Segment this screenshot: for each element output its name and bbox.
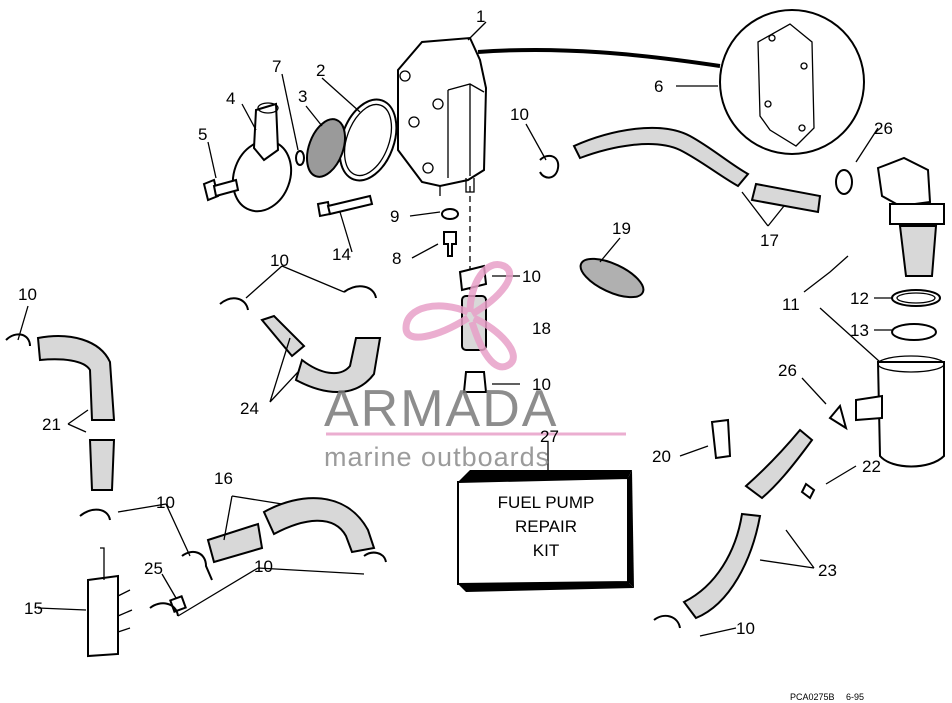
- watermark-brand: ARMADA: [324, 380, 558, 438]
- callout-3: 3: [298, 87, 307, 106]
- kit-line-2: REPAIR: [515, 517, 577, 536]
- callout-6: 6: [654, 77, 663, 96]
- callout-10-b: 10: [270, 251, 289, 270]
- filter-assembly: [828, 156, 945, 468]
- callout-7: 7: [272, 57, 281, 76]
- propeller-logo: [402, 261, 517, 371]
- callout-numbers: 1 2 3 4 5 6 7 8 9 10 10 10 10 10 10 10 1…: [18, 7, 893, 638]
- callout-9: 9: [390, 207, 399, 226]
- callout-25: 25: [144, 559, 163, 578]
- callout-10-h: 10: [736, 619, 755, 638]
- callout-11: 11: [782, 295, 800, 314]
- callout-4: 4: [226, 89, 235, 108]
- callout-20: 20: [652, 447, 671, 466]
- callout-10-c: 10: [18, 285, 37, 304]
- hose-21: [36, 335, 116, 491]
- callout-26-a: 26: [874, 119, 893, 138]
- watermark-tagline: marine outboards: [324, 442, 550, 472]
- callout-17: 17: [760, 231, 779, 250]
- callout-10-g: 10: [254, 557, 273, 576]
- fuel-primer-15: [87, 547, 187, 658]
- callout-10-a: 10: [510, 105, 529, 124]
- watermark: ARMADA marine outboards: [324, 261, 626, 472]
- callout-14: 14: [332, 245, 351, 264]
- center-fittings: [441, 186, 488, 393]
- filter-element: [579, 257, 645, 299]
- hose-23: [682, 418, 816, 620]
- callout-16: 16: [214, 469, 233, 488]
- detail-link: [477, 47, 721, 68]
- cover-assembly: [202, 98, 398, 218]
- callout-1: 1: [476, 7, 485, 26]
- fuel-pump: [397, 36, 488, 196]
- callout-19: 19: [612, 219, 631, 238]
- callout-10-e: 10: [532, 375, 551, 394]
- kit-line-3: KIT: [533, 541, 559, 560]
- leader-lines: [17, 21, 892, 637]
- callout-12: 12: [850, 289, 869, 308]
- clamps: [5, 154, 681, 629]
- hose-17: [572, 126, 822, 214]
- callout-2: 2: [316, 61, 325, 80]
- callout-26-b: 26: [778, 361, 797, 380]
- callout-13: 13: [850, 321, 869, 340]
- callout-22: 22: [862, 457, 881, 476]
- callout-15: 15: [24, 599, 43, 618]
- callout-24: 24: [240, 399, 259, 418]
- callout-23: 23: [818, 561, 837, 580]
- drawing-date: 6-95: [846, 692, 864, 702]
- callout-8: 8: [392, 249, 401, 268]
- callout-27: 27: [540, 427, 559, 446]
- callout-10-d: 10: [522, 267, 541, 286]
- hose-24: [260, 314, 382, 393]
- drawing-code: PCA0275B: [790, 692, 835, 702]
- gasket-detail: [719, 9, 865, 155]
- repair-kit-box: FUEL PUMP REPAIR KIT: [457, 470, 634, 592]
- callout-18: 18: [532, 319, 551, 338]
- callout-5: 5: [198, 125, 207, 144]
- kit-line-1: FUEL PUMP: [498, 493, 595, 512]
- callout-10-f: 10: [156, 493, 175, 512]
- hose-16: [206, 497, 376, 564]
- callout-21: 21: [42, 415, 61, 434]
